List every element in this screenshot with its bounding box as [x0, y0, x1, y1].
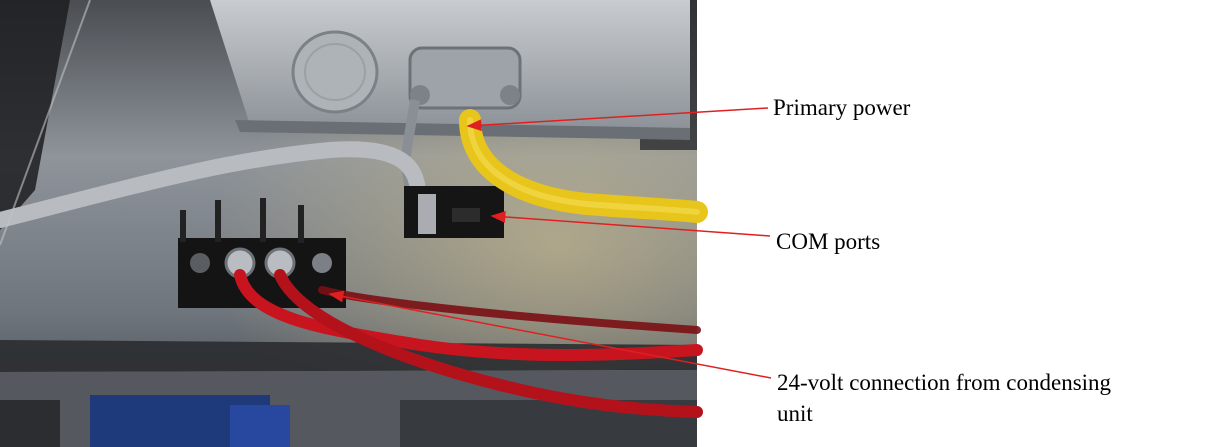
com-ports-label: COM ports: [776, 229, 881, 254]
com-ports-arrow: [490, 210, 771, 237]
primary-power-label: Primary power: [773, 95, 911, 120]
volt-connection-arrow: [328, 290, 772, 379]
volt-connection-label: 24-volt connection from condensing unit: [777, 367, 1111, 429]
primary-power-arrow: [466, 107, 769, 132]
volt-connection-label-line1: 24-volt connection from condensing: [777, 370, 1112, 395]
volt-connection-label-line2: unit: [777, 401, 813, 426]
